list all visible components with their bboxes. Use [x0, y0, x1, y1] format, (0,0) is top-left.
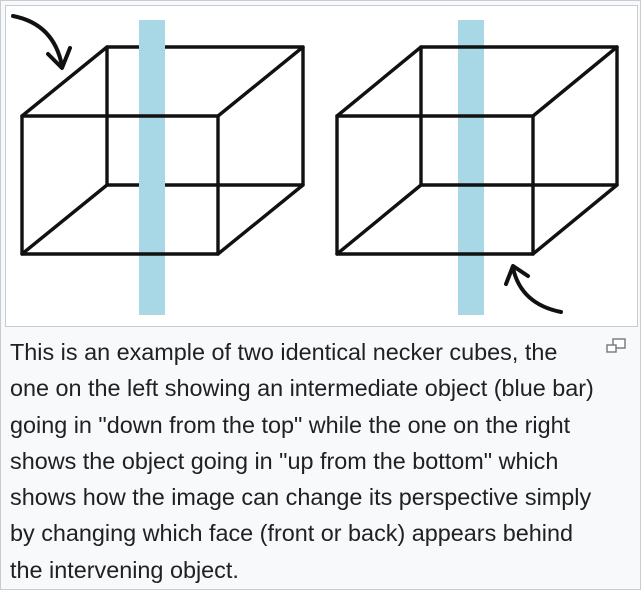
necker-cubes-illustration — [11, 14, 619, 315]
necker-cube-image[interactable] — [5, 5, 638, 327]
right-blue-bar — [458, 20, 484, 315]
left-cube-connectors — [20, 45, 305, 256]
left-cube-front-face — [20, 114, 220, 256]
enlarge-icon[interactable] — [604, 337, 628, 355]
curved-arrow-up-icon — [504, 264, 563, 314]
right-cube-connectors — [335, 45, 619, 256]
figure-caption: This is an example of two identical neck… — [10, 339, 594, 583]
right-cube-front-face — [335, 114, 535, 256]
curved-arrow-down-icon — [11, 14, 72, 70]
left-blue-bar — [139, 20, 165, 315]
